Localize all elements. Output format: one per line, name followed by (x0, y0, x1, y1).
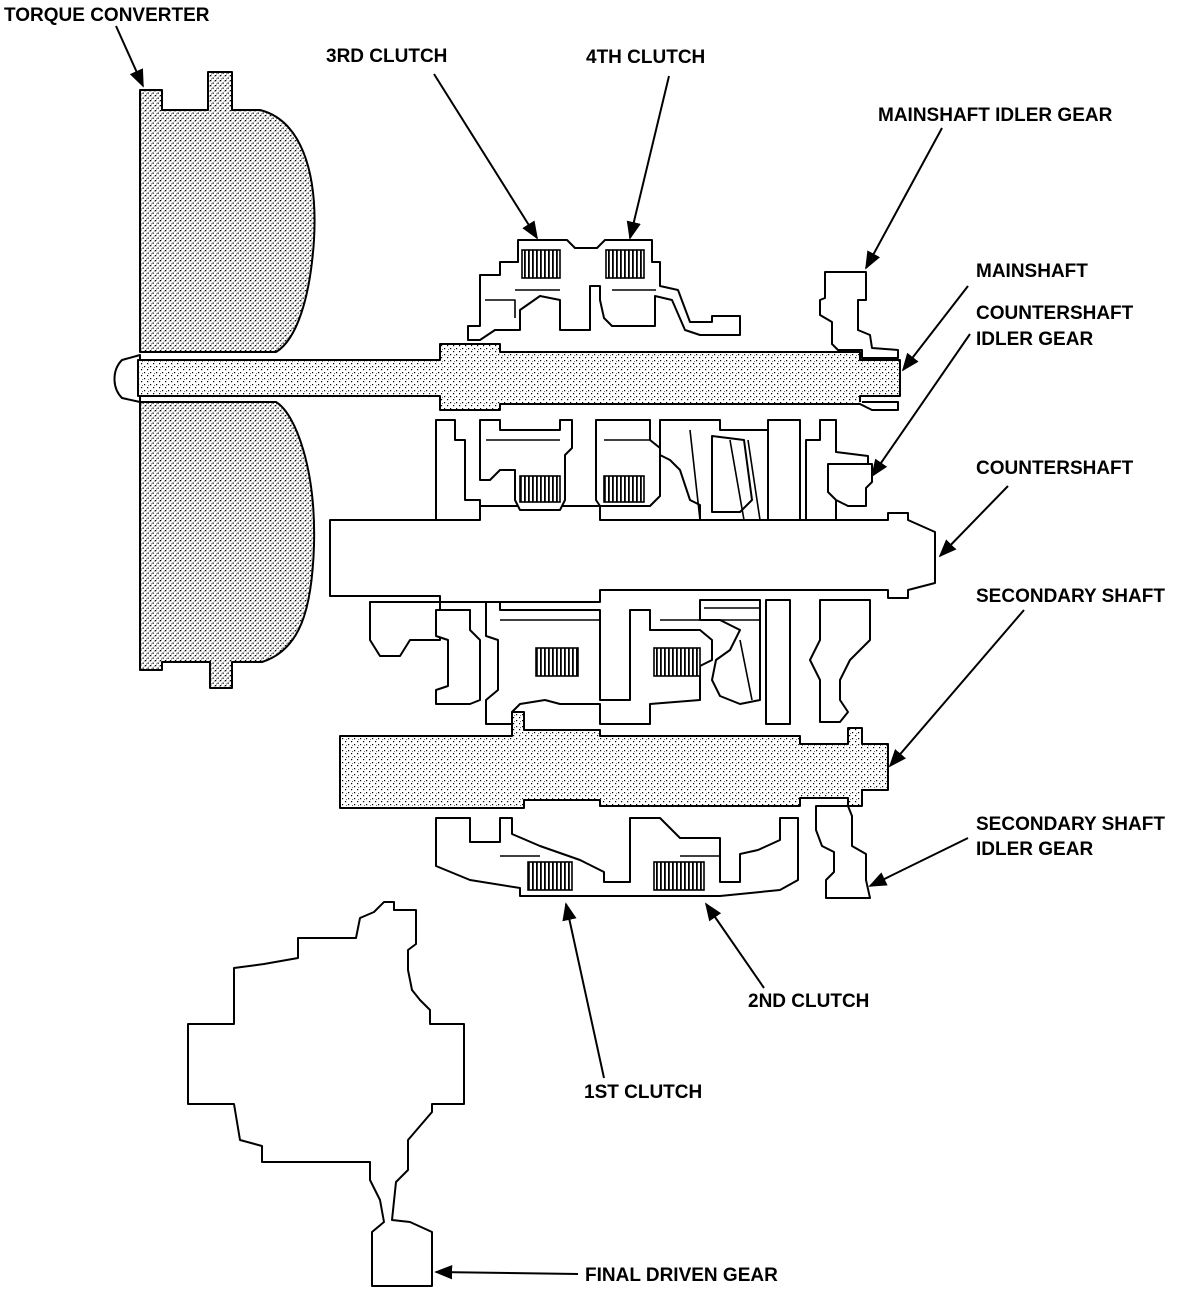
leader-second-clutch (704, 902, 765, 989)
secondary-shaft-idler-gear (815, 805, 871, 899)
label-mainshaft-idler-gear: MAINSHAFT IDLER GEAR (878, 105, 1113, 126)
leader-secondary-shaft-idler-gear (868, 837, 969, 887)
label-fourth-clutch: 4TH CLUTCH (586, 47, 705, 68)
label-secondary-shaft-idler-gear-line2: IDLER GEAR (976, 839, 1093, 860)
third-fourth-clutch-assembly (467, 239, 741, 341)
leader-lines (115, 25, 1025, 1280)
leader-mainshaft-idler-gear (865, 127, 943, 270)
leader-third-clutch (433, 73, 538, 240)
label-first-clutch: 1ST CLUTCH (584, 1082, 702, 1103)
leader-torque-converter (115, 25, 144, 88)
mainshaft (137, 343, 901, 411)
labels: TORQUE CONVERTER 3RD CLUTCH 4TH CLUTCH M… (4, 5, 1165, 1286)
differential-final-driven-gear (187, 901, 465, 1287)
label-final-driven-gear: FINAL DRIVEN GEAR (585, 1265, 778, 1286)
leader-final-driven-gear (434, 1265, 579, 1280)
leader-secondary-shaft (888, 609, 1025, 768)
leader-first-clutch (562, 902, 605, 1079)
countershaft-lower-cluster (369, 599, 871, 725)
mainshaft-idler-gear (819, 271, 899, 411)
secondary-shaft (339, 711, 889, 809)
label-countershaft-idler-gear-line1: COUNTERSHAFT (976, 303, 1134, 324)
leader-fourth-clutch (626, 75, 670, 240)
label-second-clutch: 2ND CLUTCH (748, 991, 869, 1012)
label-mainshaft: MAINSHAFT (976, 261, 1088, 282)
label-third-clutch: 3RD CLUTCH (326, 46, 447, 67)
countershaft (329, 505, 936, 603)
countershaft-idler-gear (827, 463, 873, 507)
label-torque-converter: TORQUE CONVERTER (4, 5, 210, 26)
label-countershaft-idler-gear-line2: IDLER GEAR (976, 329, 1093, 350)
countershaft-upper-cluster (435, 419, 869, 521)
leader-countershaft-idler-gear (870, 333, 971, 478)
leader-countershaft (938, 485, 1009, 558)
torque-converter (113, 71, 316, 689)
label-countershaft: COUNTERSHAFT (976, 458, 1134, 479)
label-secondary-shaft-idler-gear-line1: SECONDARY SHAFT (976, 814, 1165, 835)
first-second-clutch-assembly (435, 817, 799, 897)
leader-mainshaft (901, 285, 969, 372)
label-secondary-shaft: SECONDARY SHAFT (976, 586, 1165, 607)
